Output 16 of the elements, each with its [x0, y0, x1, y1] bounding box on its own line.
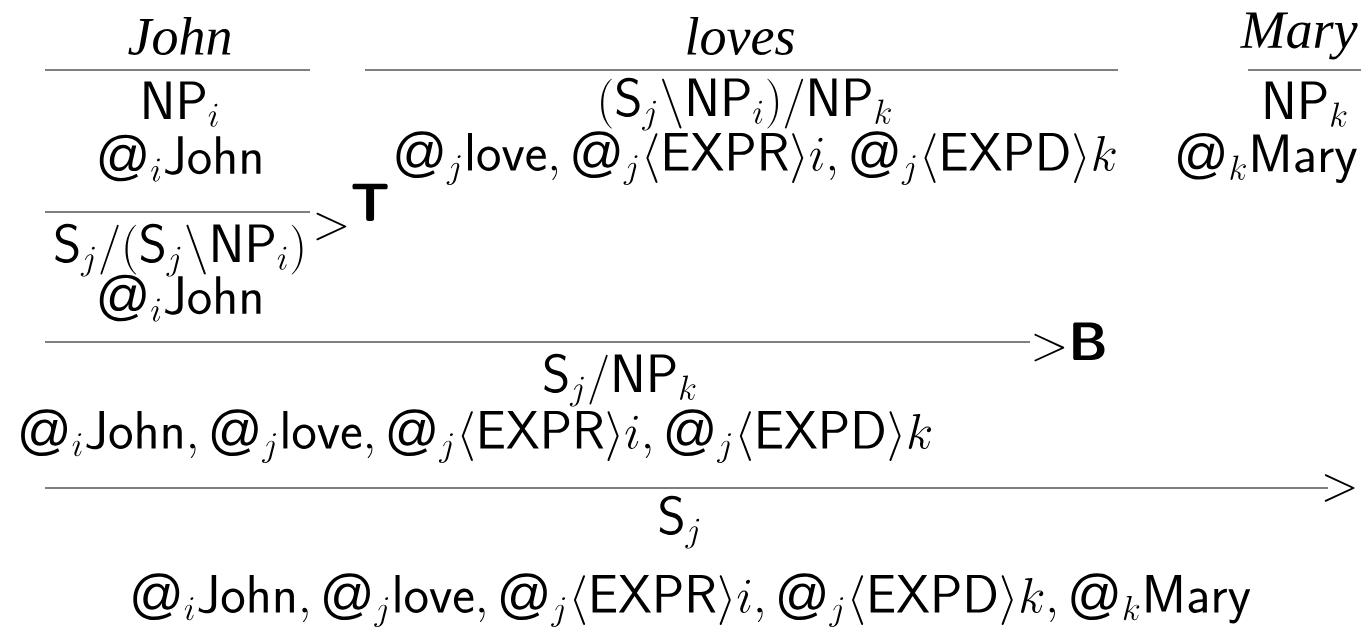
semantics-label: $@_j\mathsf{love}, @_j\langle\mathsf{EXPR}\rangle i, @_j\langle\mathsf{EXPD}\rangle k$: [396, 131, 1116, 185]
rule-marker: ${>}\textbf{\textsf{B}}$: [1034, 322, 1105, 362]
semantics-label: $@_i\mathsf{John}$: [99, 134, 261, 182]
word-label: loves: [687, 17, 794, 55]
word-label: John: [128, 17, 231, 55]
category-label: $\mathsf{NP}_i$: [144, 81, 218, 127]
rule-marker: ${>}$: [1324, 474, 1355, 502]
word-label: Mary: [1240, 12, 1358, 60]
semantics-label: $@_k\mathsf{Mary}$: [1178, 132, 1357, 184]
semantics-label: $@_i\mathsf{John}, @_j\mathsf{love}, @_j\langle\mathsf{EXPR}\rangle i, @_j\langle\mathsf{EXPD}\rangle k, @_k\mathsf{Mary}$: [133, 573, 1251, 627]
semantics-label: $@_i\mathsf{John}, @_j\mathsf{love}, @_j\langle\mathsf{EXPR}\rangle i, @_j\langle\mathsf{EXPD}\rangle k$: [21, 409, 932, 463]
rule-marker: ${>}^{\textbf{\textsf{T}}}$: [316, 183, 388, 241]
category-label: $\mathsf{NP}_k$: [1265, 81, 1347, 127]
category-label: $(\mathsf{S}_j\backslash\mathsf{NP}_i)/\mathsf{NP}_k$: [601, 77, 891, 131]
category-label: $\mathsf{S}_j/\mathsf{NP}_k$: [544, 353, 696, 407]
category-label: $\mathsf{S}_j$: [659, 495, 700, 549]
